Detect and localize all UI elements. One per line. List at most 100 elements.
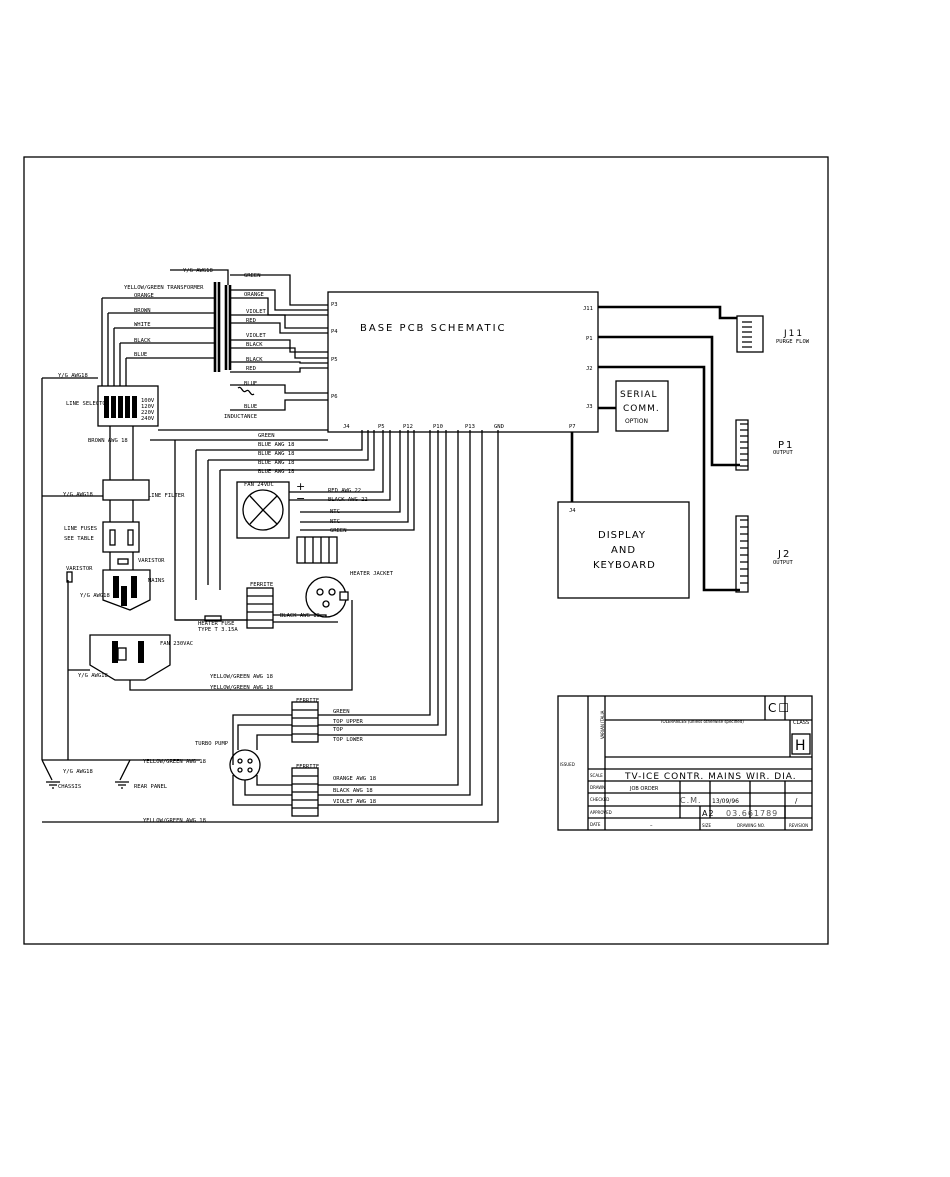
varistor-label-2: VARISTOR [66,566,93,572]
blue-wire-label-2: BLUE AWG 18 [258,451,294,457]
ferrite-label-2: FERRITE [296,698,319,704]
chassis-label: CHASSIS [58,784,81,790]
head-revision: REVISION [789,823,808,828]
p1-sub: OUTPUT [773,450,794,456]
ntc-wires [300,430,415,531]
yg-awg18-mains: Y/G AWG18 [80,593,110,599]
red-awg22: RED AWG 22 [328,488,361,494]
transformer: YELLOW/GREEN TRANSFORMER ORANGE BROWN WH… [124,273,267,420]
inductance-coil [237,386,255,396]
yg-fan-2: YELLOW/GREEN AWG 18 [210,685,273,691]
primary-wires [102,297,215,359]
row-checked: CHECKED [590,797,609,802]
pcb-pin-j3: J3 [586,404,593,410]
red-label-2: RED [246,366,256,372]
row-drawn: DRAWN [590,785,605,790]
mains-pin-3 [131,576,137,598]
blue-label-2: BLUE [244,381,257,387]
fan-supply-wires [129,600,353,691]
line-selector-label: LINE SELECTOR [66,401,110,407]
line-fuses-label: LINE FUSES [64,526,97,532]
white-label: WHITE [134,322,151,328]
yg-fan-3: Y/G AWG18 [78,673,108,679]
yg-awg18-top: Y/G AWG18 [58,373,88,379]
sec-wire-5 [230,361,328,373]
blue-wire-label-1: BLUE AWG 18 [258,442,294,448]
mains-label: MAINS [148,578,165,584]
black-label-3: BLACK [246,357,263,363]
pcb-pin-bottom-p13: P13 [465,424,475,430]
rear-panel-label: REAR PANEL [134,784,168,790]
drawing-number: 03.661789 [726,809,778,818]
top-label: TOP [333,727,344,733]
sec-wire-3 [230,314,328,334]
green-wire-label: GREEN [258,433,275,439]
transformer-label: YELLOW/GREEN TRANSFORMER [124,285,204,291]
top-lower-label: TOP LOWER [333,737,363,743]
ferrite-top-lines [304,537,330,563]
pcb-pin-bottom-j4: J4 [343,424,350,430]
black-awg22: BLACK AWG 22 [328,497,368,503]
pcb-pin-j11: J11 [583,306,593,312]
j2-sub: OUTPUT [773,560,794,566]
black-heater: BLACK AWG 18 [280,613,320,619]
inductance-wire [230,384,328,411]
yg-bottom: YELLOW/GREEN AWG 18 [143,818,206,824]
line-filter-label: LINE FILTER [148,493,185,499]
bottom-gnd-bus [42,430,499,823]
heater-wires [273,614,338,623]
ntc-label-2: NTC [330,519,340,525]
title-block: C☐ TOLERANCES (unless otherwise specifie… [557,695,813,831]
pcb-pin-bottom-p5: P5 [378,424,385,430]
sheet-size: A2 [702,809,715,818]
voltage-120: 120V [141,404,155,410]
fan-minus: − [296,492,307,505]
blue-wire-label-3: BLUE AWG 18 [258,460,294,466]
ground-bus-2 [67,580,90,760]
left-header: VARIAN ITALIA [600,710,605,739]
pcb-pin-bottom-gnd: GND [494,424,504,430]
class-value: H [795,738,807,754]
blue-label: BLUE [134,352,147,358]
yg-awg18-gnd: Y/G AWG18 [63,769,93,775]
pcb-pin-p1: P1 [586,336,593,342]
fan-supply-connector [89,634,171,681]
row-date: DATE [590,822,601,827]
j11-label: J11 [783,329,804,339]
see-table-label: SEE TABLE [64,536,94,542]
pcb-pin-p6: P6 [331,394,338,400]
ntc-label-1: NTC [330,509,340,515]
heater-jacket-label: HEATER JACKET [350,571,394,577]
ferrite-pump-1 [291,701,319,743]
tolerances: TOLERANCES (unless otherwise specified) [659,719,744,724]
brown-awg18-1: BROWN AWG 18 [88,438,128,444]
yg-top: Y/G AWG18 [183,268,213,274]
yg-awg18-filter: Y/G AWG18 [63,492,93,498]
pcb-pin-p5: P5 [331,357,338,363]
pcb-pin-bottom-p12: P12 [403,424,413,430]
drawing-title: TV-ICE CONTR. MAINS WIR. DIA. [624,772,797,782]
orange-sec-label: ORANGE [244,292,264,298]
varistor-1 [117,558,129,565]
fan-label: FAN 24VDC [244,482,274,488]
ferrite-heater [246,587,274,629]
drawing-date: 13/09/96 [712,798,739,805]
turbo-pump-label: TURBO PUMP [195,741,229,747]
drawn-initials: C.M. [680,796,702,805]
inductance-label: INDUCTANCE [224,414,257,420]
j11-sub: PURGE FLOW [776,339,810,345]
fan-blades [249,495,278,525]
base-pcb-box [327,291,599,433]
chassis-gnd-icon [46,781,60,789]
title-logo: C☐ [768,701,791,715]
mains-pin-1 [113,576,119,598]
selector-to-pcb [150,429,328,441]
rear-panel-gnd-icon [115,781,129,789]
fan-plus: + [296,480,307,493]
line-selector-switches [104,396,137,418]
heater-fuse [204,615,222,622]
heater-fuse-type: TYPE T 3.15A [198,627,238,633]
black-label-2: BLACK [246,342,263,348]
yg-fan-1: YELLOW/GREEN AWG 18 [210,674,273,680]
